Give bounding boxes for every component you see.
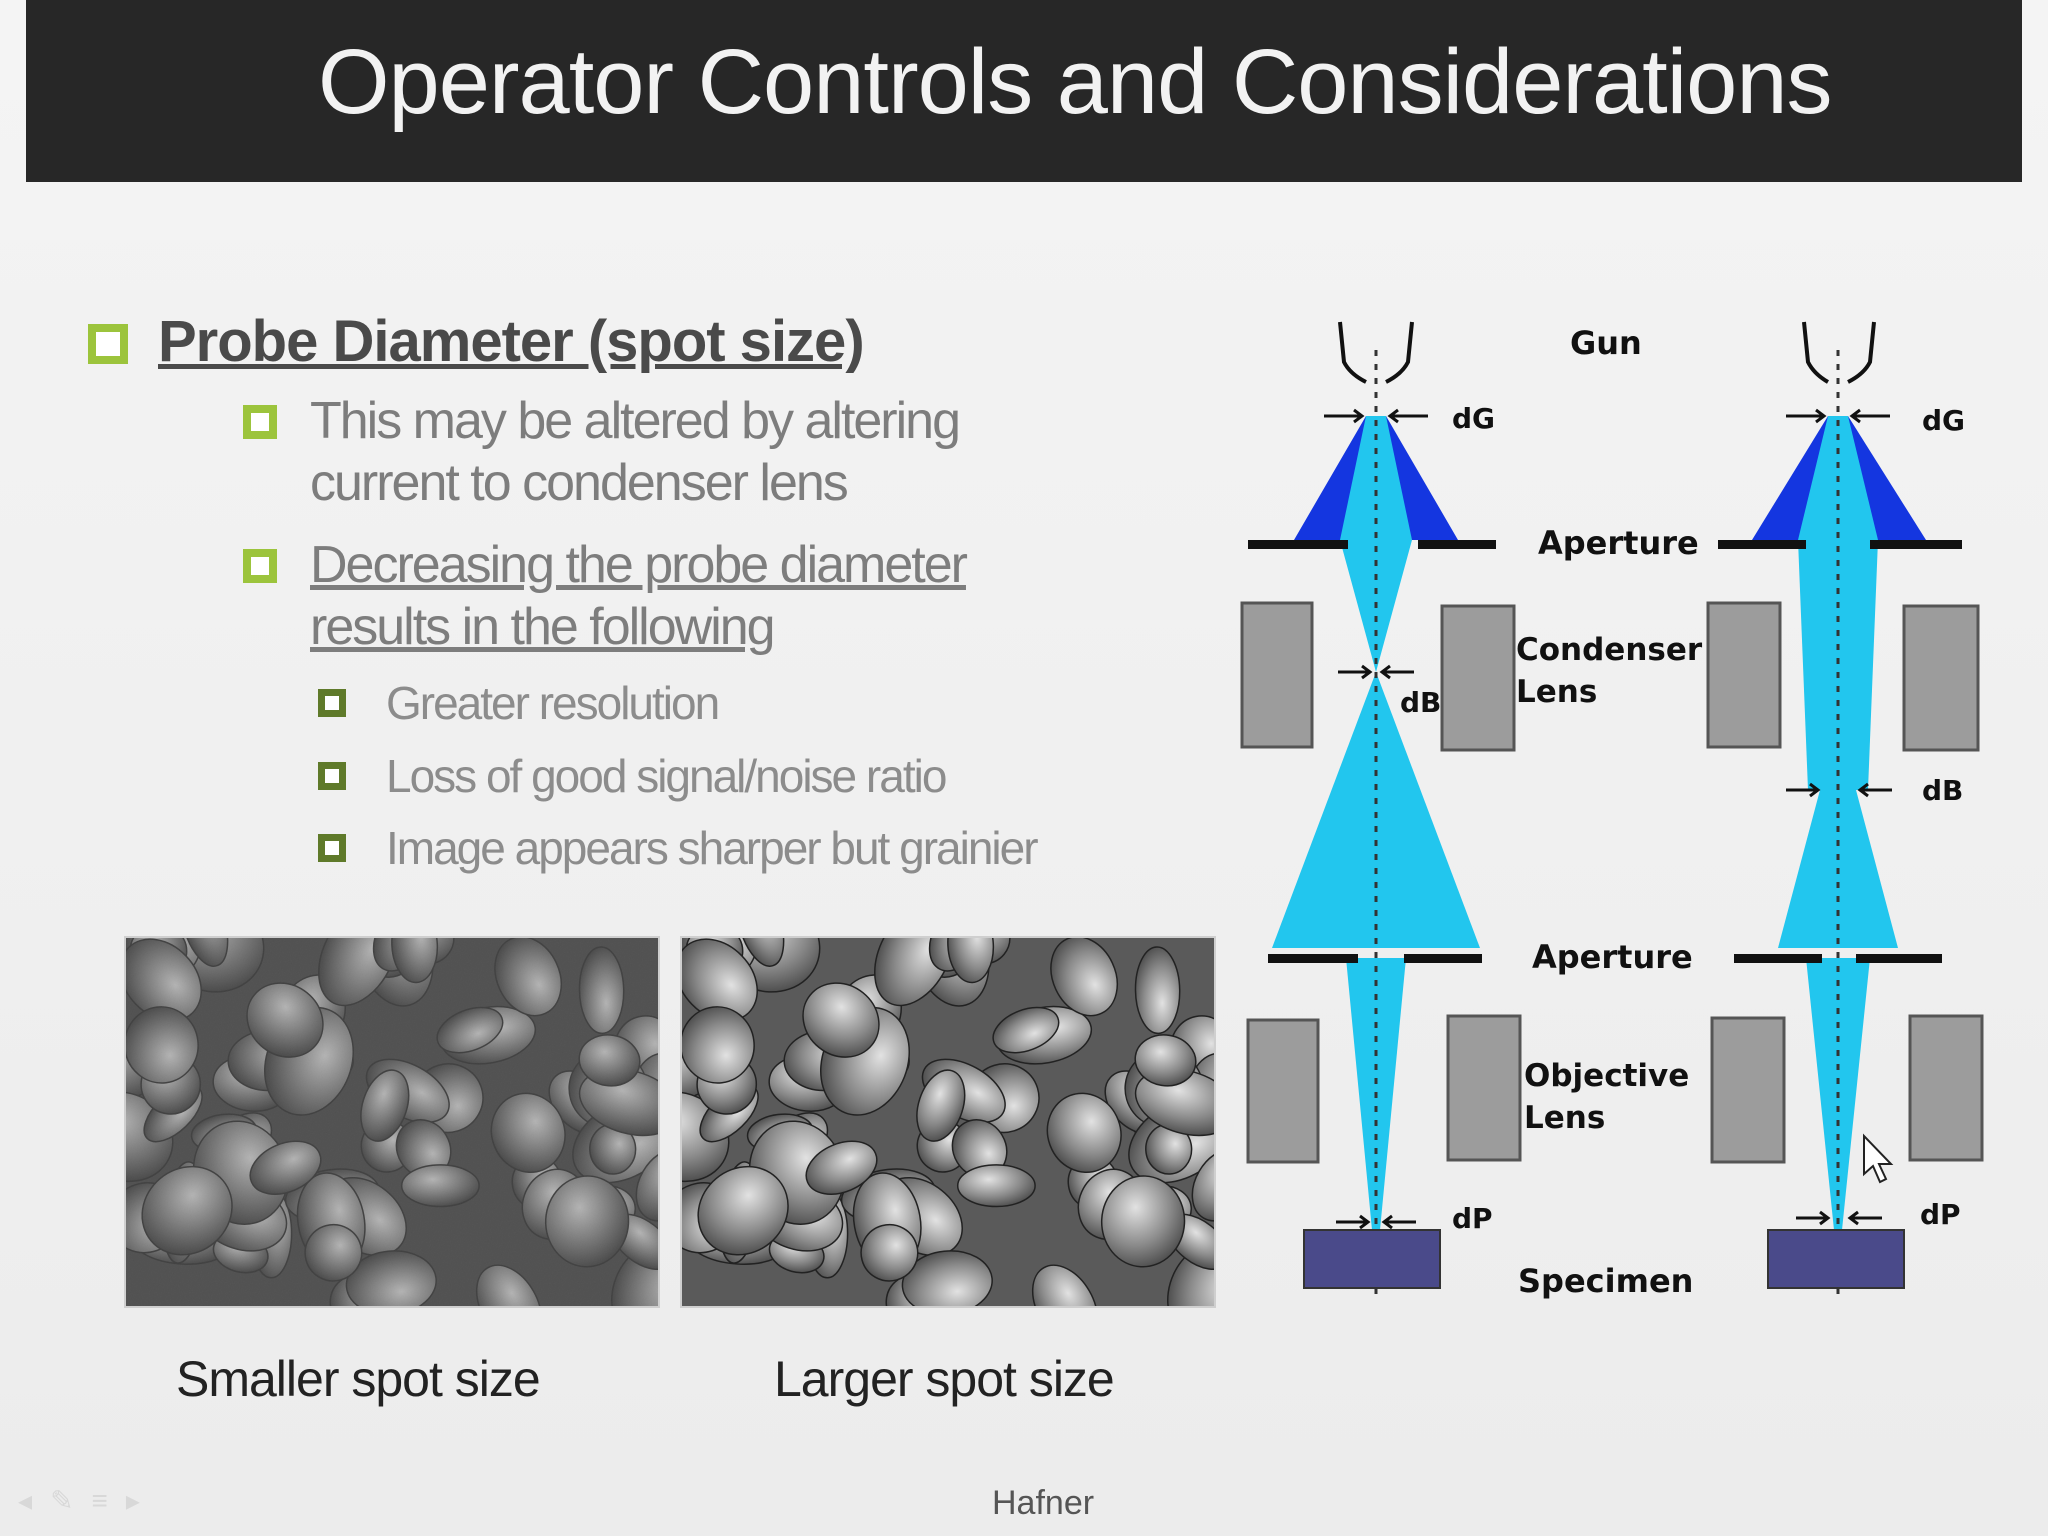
objective-lens bbox=[1908, 1014, 1984, 1162]
bullet-square-icon bbox=[88, 324, 128, 364]
label-condenser: Condenser bbox=[1516, 632, 1703, 668]
grain bbox=[992, 1006, 1060, 1054]
objective-lens bbox=[1446, 1014, 1522, 1162]
caption-smaller-spot: Smaller spot size bbox=[176, 1351, 541, 1407]
bullet-square-icon bbox=[318, 689, 346, 717]
aperture-plate bbox=[1734, 954, 1822, 963]
sub-bullet-sharper: Image appears sharper but grainier bbox=[386, 822, 1039, 874]
dp-arrows-icon bbox=[1336, 1214, 1416, 1230]
gun-filament-icon bbox=[1802, 321, 1876, 384]
bullet-square-icon bbox=[243, 405, 277, 439]
grain bbox=[697, 1165, 789, 1256]
grain bbox=[916, 1069, 966, 1142]
specimen-block bbox=[1303, 1229, 1441, 1289]
next-slide-icon[interactable]: ▸ bbox=[125, 1485, 158, 1516]
probe-diagram: dG dB dP Gun Aperture Condenser Lens Ape… bbox=[1240, 321, 1984, 1300]
grain bbox=[1191, 1148, 1214, 1222]
mouse-cursor-icon bbox=[1863, 1133, 1894, 1184]
bullet-decreasing-line1: Decreasing the probe diameter bbox=[310, 536, 968, 594]
grain bbox=[947, 938, 995, 984]
label-dg-right: dG bbox=[1922, 404, 1965, 437]
grain bbox=[1031, 1264, 1099, 1306]
condenser-lens bbox=[1706, 601, 1782, 749]
beam-upper bbox=[1340, 416, 1412, 672]
grain bbox=[956, 1164, 1036, 1208]
sem-image-larger-spot bbox=[680, 936, 1216, 1308]
label-dp-left: dP bbox=[1452, 1202, 1493, 1235]
dg-arrows-icon bbox=[1324, 408, 1428, 424]
label-gun: Gun bbox=[1570, 324, 1642, 362]
grain bbox=[805, 1140, 878, 1195]
gun-filament-icon bbox=[1338, 321, 1414, 384]
prev-slide-icon[interactable]: ◂ bbox=[18, 1485, 51, 1516]
bullet-square-icon bbox=[243, 549, 277, 583]
label-aperture-bottom: Aperture bbox=[1532, 938, 1693, 976]
grain bbox=[682, 1006, 755, 1084]
grain bbox=[1134, 1034, 1197, 1087]
menu-icon[interactable]: ≡ bbox=[91, 1485, 126, 1516]
db-arrows-icon bbox=[1338, 664, 1414, 680]
grain bbox=[1100, 1175, 1186, 1268]
grain bbox=[1050, 938, 1119, 1017]
grain bbox=[860, 1223, 919, 1282]
label-db-right: dB bbox=[1922, 774, 1963, 807]
label-objective: Objective bbox=[1524, 1058, 1689, 1094]
bullet-square-icon bbox=[318, 834, 346, 862]
slide-title: Operator Controls and Considerations bbox=[318, 31, 1832, 133]
objective-lens bbox=[1246, 1018, 1320, 1164]
presentation-controls[interactable]: ◂✎≡▸ bbox=[18, 1484, 158, 1517]
sem-image-smaller-spot bbox=[124, 936, 660, 1308]
label-aperture-top: Aperture bbox=[1538, 524, 1699, 562]
sub-bullet-resolution: Greater resolution bbox=[386, 677, 720, 729]
aperture-plate bbox=[1718, 540, 1806, 549]
bullet-probe-diameter: Probe Diameter (spot size) bbox=[158, 309, 865, 374]
caption-larger-spot: Larger spot size bbox=[774, 1351, 1115, 1407]
dp-arrows-icon bbox=[1796, 1210, 1882, 1226]
title-bar: Operator Controls and Considerations bbox=[26, 0, 2022, 182]
label-db-left: dB bbox=[1400, 686, 1441, 719]
sub-bullet-signal-noise: Loss of good signal/noise ratio bbox=[386, 750, 947, 802]
dg-arrows-icon bbox=[1786, 408, 1890, 424]
bullet-square-icon bbox=[318, 762, 346, 790]
beam-lower bbox=[1272, 672, 1480, 948]
bullet-decreasing-line2: results in the following bbox=[310, 598, 776, 656]
pen-icon[interactable]: ✎ bbox=[50, 1485, 92, 1516]
aperture-plate bbox=[1268, 954, 1358, 963]
specimen-block bbox=[1767, 1229, 1905, 1289]
condenser-lens bbox=[1240, 601, 1314, 749]
label-dg-left: dG bbox=[1452, 402, 1495, 435]
objective-lens bbox=[1710, 1016, 1786, 1164]
condenser-lens bbox=[1902, 604, 1980, 752]
grain bbox=[802, 982, 880, 1058]
right-column: dG dB dP bbox=[1706, 321, 1984, 1300]
grain bbox=[1166, 1240, 1214, 1306]
grain bbox=[682, 938, 758, 1022]
grain bbox=[1046, 1092, 1122, 1174]
aperture-plate bbox=[1870, 540, 1962, 549]
label-condenser-lens: Lens bbox=[1516, 674, 1597, 710]
left-column: dG dB dP bbox=[1240, 321, 1522, 1300]
label-objective-lens: Lens bbox=[1524, 1100, 1605, 1136]
footer-author: Hafner bbox=[992, 1484, 1095, 1522]
bullet-altered-line2: current to condenser lens bbox=[310, 454, 849, 512]
grain bbox=[736, 938, 785, 967]
aperture-plate bbox=[1404, 954, 1482, 963]
aperture-plate bbox=[1856, 954, 1942, 963]
label-specimen: Specimen bbox=[1518, 1262, 1693, 1300]
aperture-plate bbox=[1248, 540, 1348, 549]
db-arrows-icon bbox=[1786, 782, 1892, 798]
aperture-plate bbox=[1418, 540, 1496, 549]
label-dp-right: dP bbox=[1920, 1198, 1961, 1231]
grain bbox=[1134, 946, 1181, 1035]
condenser-lens bbox=[1440, 604, 1516, 752]
bullet-altered-line1: This may be altered by altering bbox=[310, 392, 961, 450]
grain bbox=[901, 1250, 993, 1306]
